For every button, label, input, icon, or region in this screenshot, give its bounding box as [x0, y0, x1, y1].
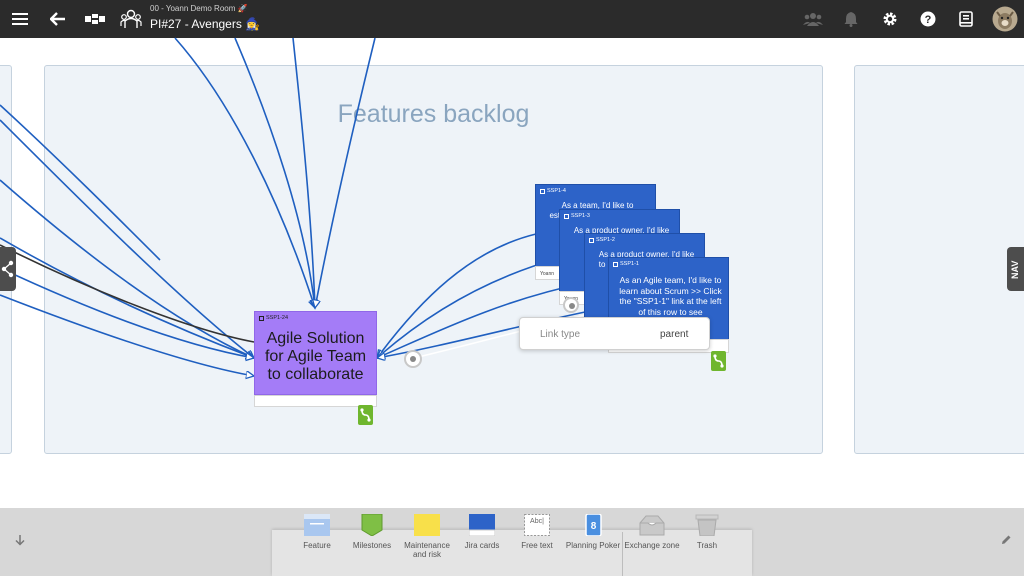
link-tag-icon[interactable] [711, 351, 726, 371]
feature-card-ssp1-24[interactable]: SSP1-24 Agile Solution for Agile Team to… [254, 311, 377, 395]
tool-label: Exchange zone [624, 541, 680, 550]
milestone-icon [359, 513, 385, 537]
tool-maintenance-risk[interactable]: Maintenance and risk [399, 514, 455, 559]
tool-label: Maintenance and risk [404, 541, 450, 559]
tooltip-value: parent [660, 329, 689, 340]
share-icon [1, 260, 14, 278]
tool-trash[interactable]: Trash [679, 514, 735, 550]
help-icon[interactable]: ? [918, 0, 938, 38]
card-id: SSP1-2 [596, 237, 615, 243]
edit-pencil-icon[interactable] [998, 534, 1014, 550]
link-type-tooltip: Link type parent [519, 317, 710, 350]
jira-card-icon [468, 514, 496, 537]
tool-milestones[interactable]: Milestones [344, 513, 400, 550]
top-bar: 00 - Yoann Demo Room 🚀 PI#27 - Avengers … [0, 0, 1024, 38]
svg-text:8: 8 [591, 521, 597, 532]
card-id: SSP1-4 [547, 188, 566, 194]
board-view-icon[interactable] [84, 0, 106, 38]
card-text: Agile Solution for Agile Team to collabo… [264, 330, 367, 383]
tool-exchange-zone[interactable]: Exchange zone [624, 514, 680, 550]
card-assignee: Yoann [540, 271, 554, 277]
settings-gear-icon[interactable] [880, 0, 900, 38]
tooltip-key: Link type [540, 329, 581, 340]
zone-title: Features backlog [337, 100, 530, 128]
tool-feature[interactable]: Feature [289, 514, 345, 550]
tool-label: Milestones [352, 541, 392, 550]
nav-label: NAV [1010, 260, 1020, 279]
tool-label: Trash [696, 541, 718, 550]
trash-icon [694, 514, 720, 537]
tool-jira-cards[interactable]: Jira cards [454, 514, 510, 550]
svg-text:?: ? [925, 14, 932, 26]
free-text-icon: Abc| [524, 514, 550, 536]
card-text: As an Agile team, I'd like to learn abou… [619, 275, 722, 317]
teams-icon[interactable] [119, 0, 143, 38]
board-title[interactable]: PI#27 - Avengers 🧙‍♀️ [150, 17, 261, 31]
notification-bell-icon[interactable] [842, 0, 860, 38]
back-arrow-icon[interactable] [48, 0, 68, 38]
avatar[interactable] [991, 0, 1019, 38]
link-handle[interactable] [404, 350, 422, 368]
card-id: SSP1-24 [266, 315, 289, 321]
card-id: SSP1-3 [571, 213, 590, 219]
nav-panel-toggle[interactable]: NAV [1007, 247, 1024, 291]
exchange-box-icon [639, 514, 665, 536]
tool-label: Planning Poker [565, 541, 621, 550]
tool-label: Jira cards [464, 541, 500, 550]
svg-text:Abc|: Abc| [530, 518, 544, 525]
participants-icon[interactable] [802, 0, 824, 38]
toolbox-divider [622, 532, 623, 576]
card-toolbox [272, 530, 752, 576]
zone-right-partial [854, 65, 1024, 454]
card-id: SSP1-1 [620, 261, 639, 267]
notebook-icon[interactable] [956, 0, 976, 38]
board-canvas[interactable]: Features backlog [0, 38, 1024, 508]
tool-label: Feature [303, 541, 331, 550]
card-footer [254, 395, 377, 407]
left-panel-toggle[interactable] [0, 247, 16, 291]
feature-card-icon [304, 514, 330, 536]
link-handle[interactable] [563, 297, 579, 313]
collapse-down-icon[interactable] [12, 534, 28, 550]
poker-card-icon: 8 [580, 513, 606, 537]
tool-planning-poker[interactable]: 8 Planning Poker [565, 513, 621, 550]
tool-free-text[interactable]: Abc| Free text [509, 514, 565, 550]
tool-label: Free text [521, 541, 553, 550]
sticky-note-icon [414, 514, 440, 536]
room-subtitle: 00 - Yoann Demo Room 🚀 [150, 4, 248, 13]
link-tag-icon[interactable] [358, 405, 373, 425]
menu-icon[interactable] [10, 0, 30, 38]
